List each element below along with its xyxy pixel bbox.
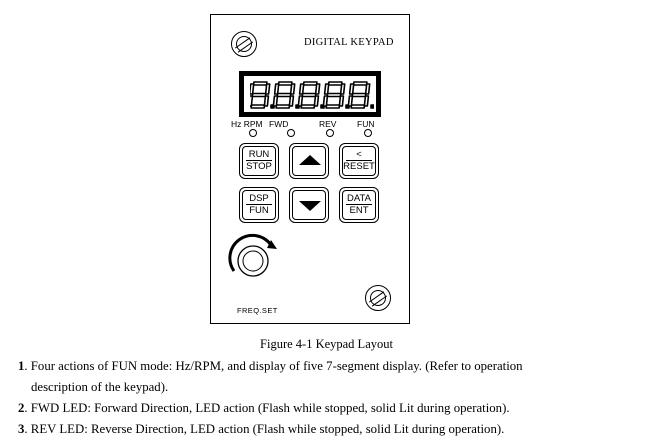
left-chevron-icon: < <box>356 149 362 160</box>
notes-list: 1. Four actions of FUN mode: Hz/RPM, and… <box>18 356 648 440</box>
note-item: 2. FWD LED: Forward Direction, LED actio… <box>18 401 510 415</box>
data-ent-button[interactable]: DATA ENT <box>339 187 379 223</box>
seven-segment-display <box>239 71 381 117</box>
led-label-hz-rpm: Hz RPM <box>231 119 263 129</box>
digit-8 <box>347 81 374 109</box>
stop-label: STOP <box>246 161 272 172</box>
note-item: 1. Four actions of FUN mode: Hz/RPM, and… <box>18 359 523 373</box>
left-reset-button[interactable]: < RESET <box>339 143 379 179</box>
figure-caption: Figure 4-1 Keypad Layout <box>260 337 393 351</box>
ent-label: ENT <box>349 205 369 216</box>
led-label-fun: FUN <box>357 119 375 129</box>
led-fwd <box>287 129 295 137</box>
digit-8 <box>250 81 275 109</box>
note-item: 3. REV LED: Reverse Direction, LED actio… <box>18 422 505 436</box>
reset-label: RESET <box>343 161 375 172</box>
keypad-panel: DIGITAL KEYPAD Hz RPM FWD REV FUN RUN ST… <box>210 14 410 324</box>
run-label: RUN <box>248 149 270 160</box>
digit-8 <box>272 81 300 109</box>
display-digits <box>250 81 374 109</box>
down-button[interactable] <box>289 187 329 223</box>
dsp-label: DSP <box>249 193 269 204</box>
digit-8 <box>297 81 325 109</box>
fun-label: FUN <box>249 205 269 216</box>
led-hz-rpm <box>249 129 257 137</box>
screw-icon <box>231 31 257 57</box>
frequency-knob[interactable] <box>225 231 281 287</box>
screw-icon <box>365 285 391 311</box>
keypad-title: DIGITAL KEYPAD <box>304 37 394 48</box>
led-label-fwd: FWD <box>269 119 289 129</box>
freq-set-label: FREQ.SET <box>237 306 278 315</box>
led-rev <box>326 129 334 137</box>
led-label-rev: REV <box>319 119 337 129</box>
digit-8 <box>322 81 350 109</box>
led-fun <box>364 129 372 137</box>
run-stop-button[interactable]: RUN STOP <box>239 143 279 179</box>
arrow-up-icon <box>299 155 321 165</box>
dsp-fun-button[interactable]: DSP FUN <box>239 187 279 223</box>
note-item-continuation: description of the keypad). <box>31 380 169 394</box>
up-button[interactable] <box>289 143 329 179</box>
arrow-down-icon <box>299 201 321 211</box>
data-label: DATA <box>347 193 371 204</box>
